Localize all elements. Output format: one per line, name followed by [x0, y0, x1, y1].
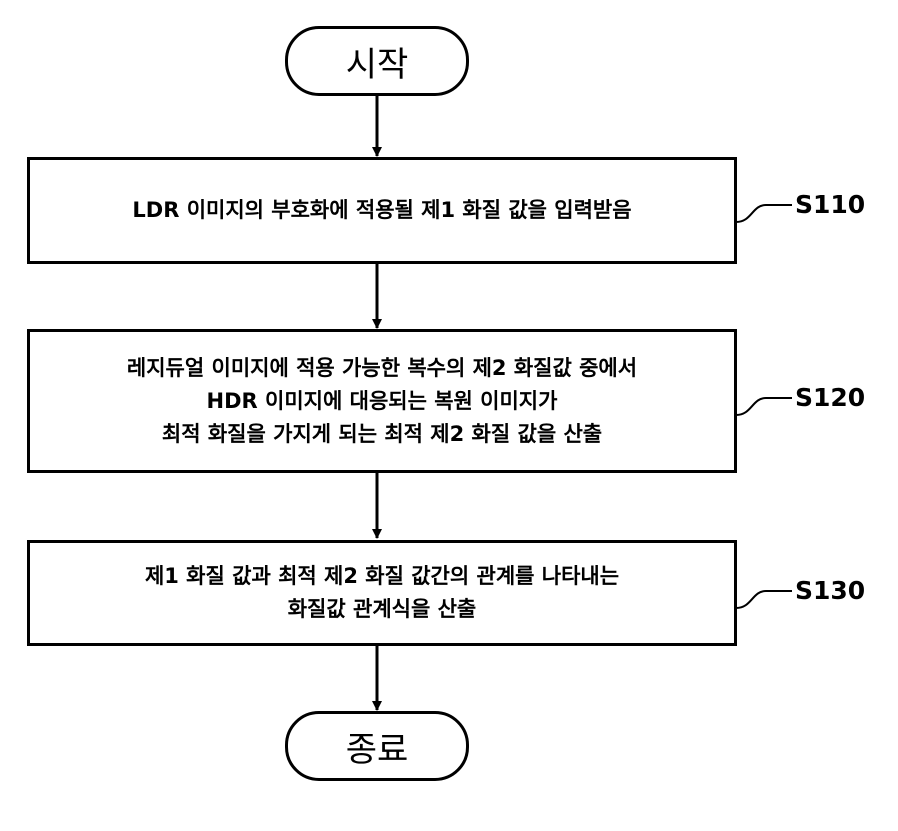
step-label-s110: S110 [795, 190, 866, 219]
process-box-s120: 레지듀얼 이미지에 적용 가능한 복수의 제2 화질값 중에서 HDR 이미지에… [27, 329, 737, 473]
end-label: 종료 [345, 729, 409, 770]
step-label-s120: S120 [795, 383, 866, 412]
leader-line-s120 [735, 397, 792, 416]
leader-line-s110 [735, 204, 792, 223]
step-text-line: 최적 화질을 가지게 되는 최적 제2 화질 값을 산출 [161, 421, 603, 446]
step-text-line: 제1 화질 값과 최적 제2 화질 값간의 관계를 나타내는 [144, 564, 620, 588]
leader-line-s130 [735, 590, 792, 609]
step-text-line: LDR 이미지의 부호화에 적용될 제1 화질 값을 입력받음 [132, 198, 632, 222]
process-box-s110: LDR 이미지의 부호화에 적용될 제1 화질 값을 입력받음 [27, 157, 737, 264]
end-terminal: 종료 [285, 711, 469, 781]
process-box-s130: 제1 화질 값과 최적 제2 화질 값간의 관계를 나타내는 화질값 관계식을 … [27, 540, 737, 646]
step-text-line: 화질값 관계식을 산출 [287, 597, 477, 621]
start-label: 시작 [345, 44, 409, 85]
step-label-s130: S130 [795, 576, 866, 605]
step-text-line: HDR 이미지에 대응되는 복원 이미지가 [206, 388, 558, 413]
start-terminal: 시작 [285, 26, 469, 96]
step-text-line: 레지듀얼 이미지에 적용 가능한 복수의 제2 화질값 중에서 [126, 355, 638, 380]
